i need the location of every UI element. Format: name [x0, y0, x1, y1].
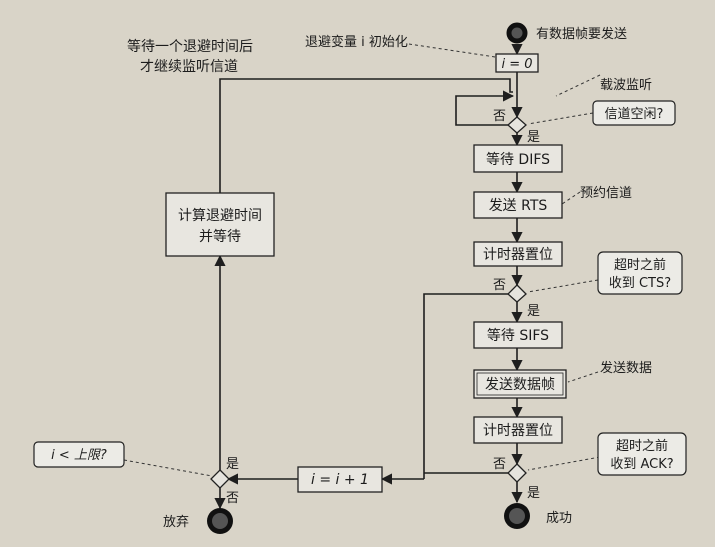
edge-no-limit: 否 [226, 491, 239, 506]
channel-idle-callout: 信道空闲? [592, 100, 676, 126]
cts-diamond [507, 284, 527, 303]
init-label: 退避变量 i 初始化 [305, 34, 408, 50]
timer2-text: 计时器置位 [483, 423, 553, 439]
top-note-line2: 才继续监听信道 [140, 58, 238, 75]
send-data-label: 发送数据 [600, 360, 652, 376]
send-data-box: 发送数据帧 [473, 369, 567, 399]
give-up-label: 放弃 [163, 515, 189, 530]
init-box: i = 0 [495, 53, 539, 73]
ack-text-line1: 超时之前 [616, 438, 668, 454]
success-label: 成功 [546, 511, 572, 526]
edge-yes-limit: 是 [226, 457, 239, 472]
start-terminal [506, 22, 528, 44]
increment-text: i = i + 1 [311, 472, 369, 488]
send-rts-text: 发送 RTS [489, 198, 548, 214]
ack-callout: 超时之前 收到 ACK? [597, 432, 687, 476]
carrier-label: 载波监听 [600, 78, 652, 93]
init-box-text: i = 0 [501, 57, 532, 72]
ack-text-line2: 收到 ACK? [610, 457, 673, 472]
timer1-box: 计时器置位 [473, 241, 563, 267]
cts-text-line1: 超时之前 [614, 257, 666, 273]
edge-no-channel: 否 [493, 109, 506, 124]
limit-callout: i < 上限? [33, 441, 125, 468]
wait-difs-text: 等待 DIFS [486, 151, 550, 168]
wait-sifs-text: 等待 SIFS [487, 327, 549, 344]
edge-yes-ack: 是 [527, 486, 540, 501]
wait-difs-box: 等待 DIFS [473, 144, 563, 173]
connectors [214, 43, 523, 510]
backoff-box: 计算退避时间 并等待 [165, 192, 275, 257]
limit-text: i < 上限? [51, 448, 107, 463]
cts-text-line2: 收到 CTS? [609, 276, 671, 291]
backoff-text-line2: 并等待 [199, 228, 241, 245]
leader-lines [123, 43, 601, 477]
timer2-box: 计时器置位 [473, 416, 563, 444]
edge-yes-channel: 是 [527, 130, 540, 145]
backoff-text-line1: 计算退避时间 [178, 208, 262, 224]
top-note-line1: 等待一个退避时间后 [127, 38, 253, 55]
cts-callout: 超时之前 收到 CTS? [597, 251, 683, 295]
success-terminal [504, 503, 530, 529]
start-label: 有数据帧要发送 [536, 26, 627, 42]
limit-diamond [210, 469, 230, 489]
send-rts-box: 发送 RTS [473, 191, 563, 219]
timer1-text: 计时器置位 [483, 247, 553, 263]
send-data-text: 发送数据帧 [485, 377, 555, 393]
reserve-label: 预约信道 [580, 186, 632, 201]
edge-no-cts: 否 [493, 278, 506, 293]
channel-idle-text: 信道空闲? [605, 107, 664, 122]
channel-idle-diamond [507, 116, 527, 134]
give-up-terminal [207, 508, 233, 534]
ack-diamond [507, 463, 527, 483]
increment-box: i = i + 1 [297, 466, 383, 493]
edge-no-ack: 否 [493, 457, 506, 472]
wait-sifs-box: 等待 SIFS [473, 321, 563, 349]
edge-yes-cts: 是 [527, 304, 540, 319]
